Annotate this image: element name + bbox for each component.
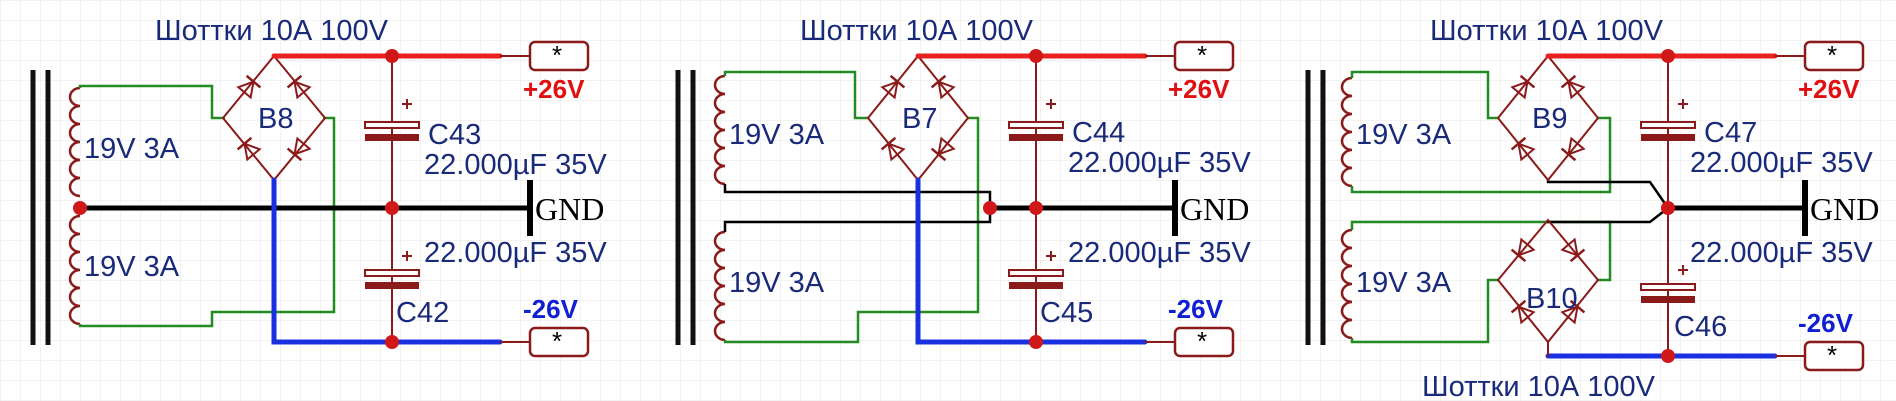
winding-top-label: 19V 3A xyxy=(729,119,825,151)
port-negative-mark: * xyxy=(1197,326,1207,356)
transformer-winding-bottom xyxy=(68,214,81,326)
positive-rail-label: +26V xyxy=(523,74,585,104)
cap-top-value: 22.000µF 35V xyxy=(1690,147,1873,179)
transformer-winding-bottom xyxy=(713,230,726,342)
secondary-wires xyxy=(1350,70,1612,344)
bridge-label-bottom: B10 xyxy=(1526,283,1578,315)
transformer-winding-top xyxy=(713,74,726,186)
winding-top-label: 19V 3A xyxy=(1356,119,1452,151)
circuit-3: * * Шоттки 10А 100V Шоттки 10А 100V 19V … xyxy=(1305,15,1879,401)
port-negative-mark: * xyxy=(552,326,562,356)
diode-note: Шоттки 10А 100V xyxy=(155,15,389,47)
capacitor-c44 xyxy=(1008,99,1064,141)
cap-top-value: 22.000µF 35V xyxy=(1068,147,1251,179)
gnd-label: GND xyxy=(1810,191,1879,227)
port-positive-mark: * xyxy=(1197,40,1207,70)
diode-note: Шоттки 10А 100V xyxy=(800,15,1034,47)
capacitor-c42 xyxy=(364,251,420,289)
port-positive: * xyxy=(528,40,590,72)
circuit-2: * * Шоттки 10А 100V 19V 3A 19V 3A B7 C44… xyxy=(675,15,1251,358)
capacitor-c46 xyxy=(1640,265,1696,303)
cap-bottom-ref: C42 xyxy=(396,297,449,329)
diode-note-top: Шоттки 10А 100V xyxy=(1430,15,1664,47)
junction-dots xyxy=(73,49,399,349)
port-positive: * xyxy=(1173,40,1235,72)
winding-bottom-label: 19V 3A xyxy=(84,251,180,283)
positive-rail-label: +26V xyxy=(1798,74,1860,104)
junction-dots xyxy=(983,49,1043,349)
junction-dots xyxy=(1661,49,1675,363)
transformer-core xyxy=(30,70,51,345)
winding-top-label: 19V 3A xyxy=(84,133,180,165)
circuit-1: * * Шоттки 10А 100V 19V 3A 19V 3A B8 C43… xyxy=(30,15,607,358)
secondary-wires xyxy=(723,70,980,344)
winding-bottom-label: 19V 3A xyxy=(729,267,825,299)
gnd-label: GND xyxy=(1180,191,1249,227)
cap-top-ref: C47 xyxy=(1704,117,1757,149)
negative-rail-label: -26V xyxy=(523,294,579,324)
port-negative-mark: * xyxy=(1827,340,1837,370)
cap-bottom-value: 22.000µF 35V xyxy=(1690,237,1873,269)
cap-bottom-value: 22.000µF 35V xyxy=(424,237,607,269)
secondary-wires xyxy=(78,84,336,328)
capacitor-c47 xyxy=(1640,99,1696,141)
bridge-rectifier-b9 xyxy=(1496,54,1600,182)
transformer-winding-top xyxy=(68,86,81,198)
positive-rail-label: +26V xyxy=(1168,74,1230,104)
bridge-label: B7 xyxy=(902,103,937,135)
wires xyxy=(77,53,503,345)
gnd-label: GND xyxy=(535,191,604,227)
winding-bottom-label: 19V 3A xyxy=(1356,267,1452,299)
capacitor-c43 xyxy=(364,99,420,141)
cap-bottom-ref: C46 xyxy=(1674,311,1727,343)
transformer-winding-top xyxy=(1340,76,1353,188)
port-negative: * xyxy=(1173,326,1235,358)
diode-note-bottom: Шоттки 10А 100V xyxy=(1422,371,1656,401)
cap-top-value: 22.000µF 35V xyxy=(424,149,607,181)
transformer-winding-bottom xyxy=(1340,228,1353,340)
cap-top-ref: C44 xyxy=(1072,117,1125,149)
transformer-core xyxy=(1305,70,1326,345)
port-positive: * xyxy=(1803,40,1865,72)
cap-bottom-value: 22.000µF 35V xyxy=(1068,237,1251,269)
port-positive-mark: * xyxy=(552,40,562,70)
port-positive-mark: * xyxy=(1827,40,1837,70)
negative-rail-label: -26V xyxy=(1798,308,1854,338)
negative-rail-label: -26V xyxy=(1168,294,1224,324)
cap-top-ref: C43 xyxy=(428,119,481,151)
bridge-label: B8 xyxy=(258,103,293,135)
port-negative: * xyxy=(1803,340,1865,372)
cap-bottom-ref: C45 xyxy=(1040,297,1093,329)
bridge-label-top: B9 xyxy=(1532,103,1567,135)
port-negative: * xyxy=(528,326,590,358)
transformer-core xyxy=(675,70,696,345)
capacitor-c45 xyxy=(1008,251,1064,289)
